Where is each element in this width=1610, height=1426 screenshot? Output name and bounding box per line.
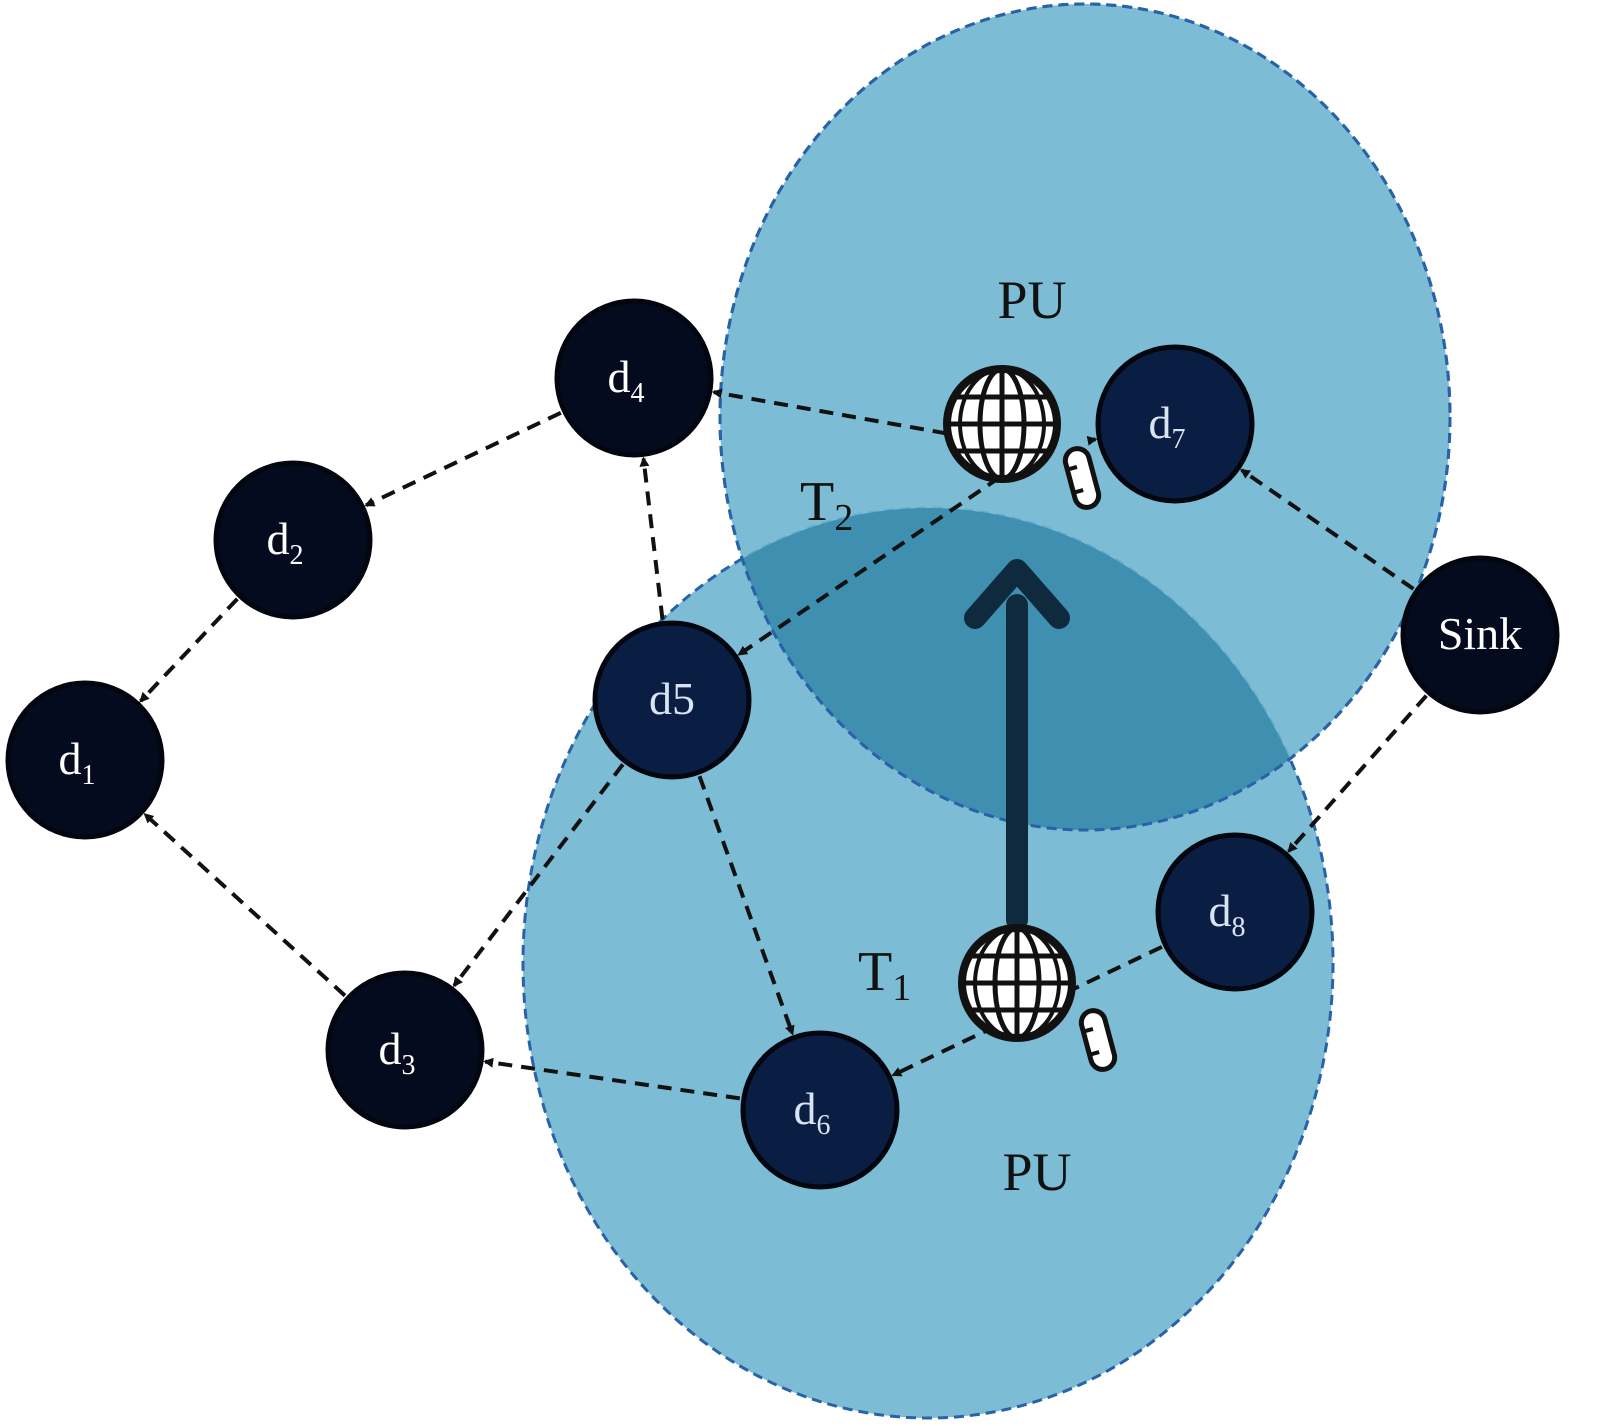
primary-user-top: PU xyxy=(943,270,1102,510)
globe-icon xyxy=(943,365,1061,483)
node-label: d7 xyxy=(1149,397,1186,455)
node-sink: Sink xyxy=(1400,555,1560,715)
edge-d2-to-d1 xyxy=(139,597,239,703)
node-circle xyxy=(213,460,373,620)
edge-sink-to-d8 xyxy=(1287,694,1428,853)
node-label: d6 xyxy=(794,1083,831,1141)
sensor-nodes: d1 d2 d3 d4 d5 d6 d7 d8 Sink xyxy=(5,298,1560,1190)
node-d8: d8 xyxy=(1155,832,1315,992)
edge-d6-to-d3 xyxy=(483,1057,741,1101)
node-circle xyxy=(5,680,165,840)
edge-d4-to-d2 xyxy=(364,410,562,508)
pu-label-top: PU xyxy=(997,270,1066,330)
node-label: d3 xyxy=(379,1023,416,1081)
node-label: d8 xyxy=(1209,885,1246,943)
node-circle xyxy=(740,1030,900,1190)
node-label: Sink xyxy=(1438,608,1522,659)
node-circle xyxy=(554,298,714,458)
node-d1: d1 xyxy=(5,680,165,840)
time-label-t1: T1 xyxy=(858,941,911,1009)
node-label: d5 xyxy=(649,673,695,724)
node-d5: d5 xyxy=(592,620,752,780)
coverage-area-t2-border xyxy=(718,2,1452,832)
phone-icon xyxy=(1078,1008,1118,1072)
primary-user-bottom: PU xyxy=(958,924,1118,1202)
node-circle xyxy=(1400,555,1560,715)
movement-arrow xyxy=(964,559,1070,931)
edges xyxy=(139,388,1428,1101)
node-d4: d4 xyxy=(554,298,714,458)
node-d6: d6 xyxy=(740,1030,900,1190)
node-circle xyxy=(592,620,752,780)
edge-sink-to-d7 xyxy=(1239,468,1415,591)
edge-pu_top-to-d7 xyxy=(1086,435,1098,446)
pu-label-bottom: PU xyxy=(1002,1142,1071,1202)
phone-icon xyxy=(1062,446,1102,510)
globe-icon xyxy=(958,924,1076,1042)
time-label-t2: T2 xyxy=(800,471,853,539)
node-circle xyxy=(1095,344,1255,504)
node-label: d4 xyxy=(608,351,645,409)
edge-pu_top-to-d5 xyxy=(737,475,1001,657)
node-d2: d2 xyxy=(213,460,373,620)
edge-d5-to-d3 xyxy=(452,763,625,988)
node-d3: d3 xyxy=(325,970,485,1130)
edge-d3-to-d1 xyxy=(143,812,347,998)
node-circle xyxy=(1155,832,1315,992)
node-d7: d7 xyxy=(1095,344,1255,504)
node-label: d1 xyxy=(59,733,96,791)
node-circle xyxy=(325,970,485,1130)
edge-d5-to-d4 xyxy=(639,456,665,620)
node-label: d2 xyxy=(267,513,304,571)
